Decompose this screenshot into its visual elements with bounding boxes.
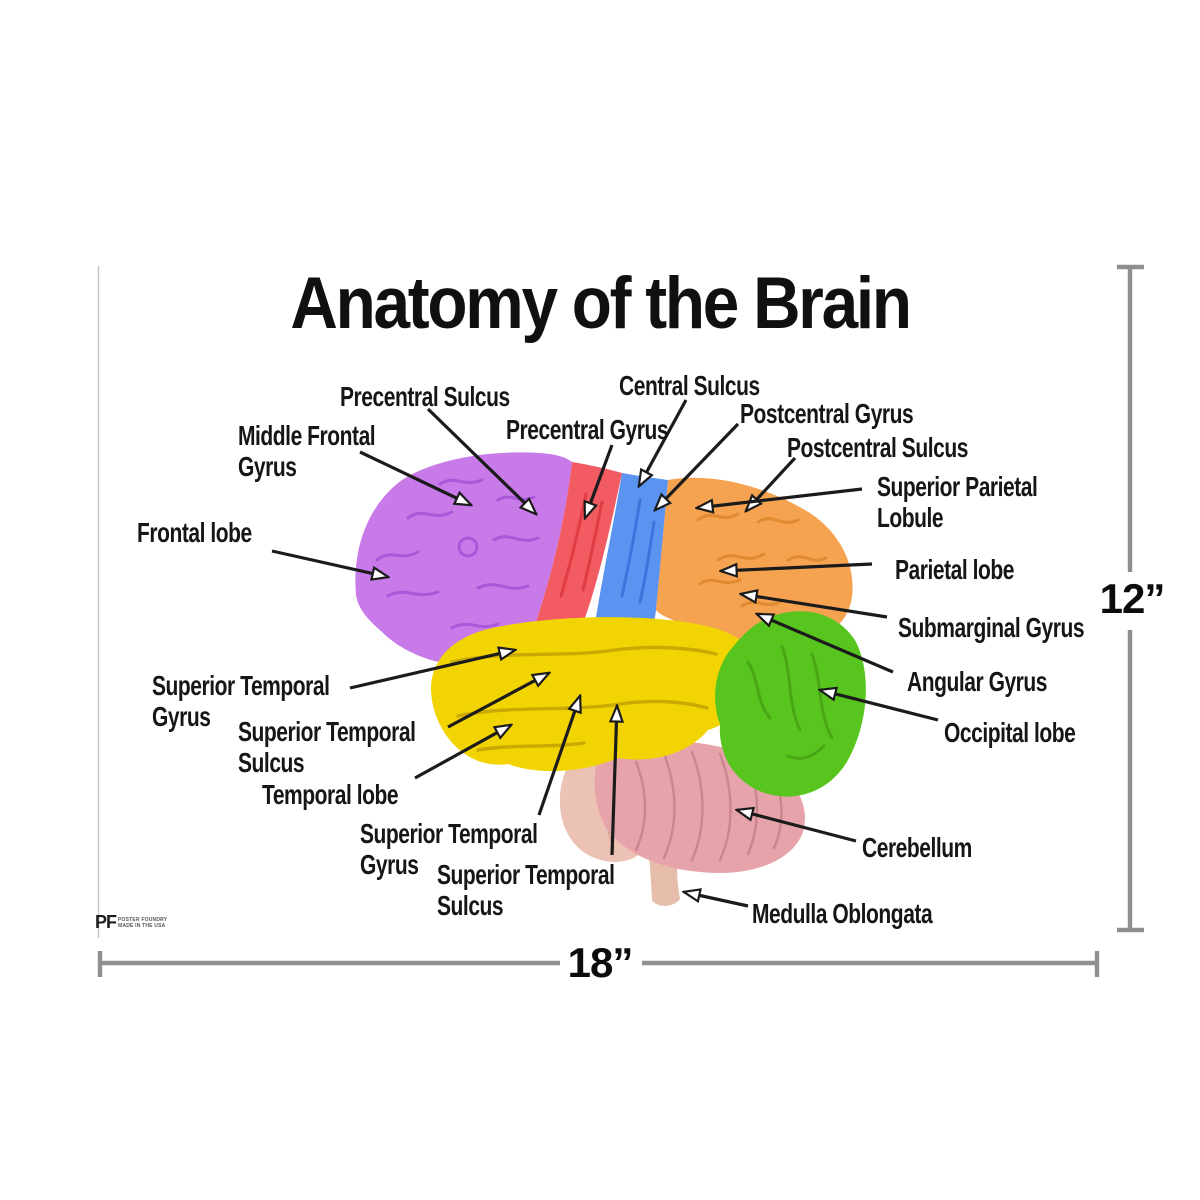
arrow-precentral-sulcus bbox=[426, 407, 536, 514]
label-precentral-sulcus: Precentral Sulcus bbox=[340, 381, 510, 412]
arrow-superior-parietal-lobule bbox=[697, 487, 863, 508]
logo-text: POSTER FOUNDRY MADE IN THE USA bbox=[118, 913, 167, 929]
arrow-central-sulcus bbox=[639, 399, 688, 486]
frontal-gyri bbox=[375, 478, 540, 630]
label-submarginal-gyrus: Submarginal Gyrus bbox=[898, 612, 1085, 643]
label-parietal-lobe: Parietal lobe bbox=[895, 554, 1015, 585]
logo-line-usa: MADE IN THE USA bbox=[118, 923, 166, 929]
poster-title: Anatomy of the Brain bbox=[290, 263, 912, 344]
poster-foundry-logo: PF POSTER FOUNDRY MADE IN THE USA bbox=[95, 913, 167, 931]
callout-arrows bbox=[271, 399, 939, 908]
logo-initials: PF bbox=[95, 912, 117, 932]
occipital-lobe-region bbox=[715, 611, 866, 797]
arrow-temporal-lobe bbox=[414, 725, 511, 780]
height-dimension-label: 12” bbox=[1099, 575, 1166, 622]
arrow-superior-temporal-gyrus-lower bbox=[537, 696, 580, 816]
label-central-sulcus: Central Sulcus bbox=[619, 370, 760, 401]
label-cerebellum: Cerebellum bbox=[862, 832, 972, 863]
label-frontal-lobe: Frontal lobe bbox=[137, 517, 252, 548]
arrow-angular-gyrus bbox=[757, 612, 894, 674]
label-occipital-lobe: Occipital lobe bbox=[944, 717, 1076, 748]
arrow-frontal-lobe bbox=[271, 549, 388, 577]
label-medulla-oblongata: Medulla Oblongata bbox=[752, 898, 933, 929]
width-dimension-label: 18” bbox=[567, 939, 634, 986]
postcentral-gyri bbox=[620, 498, 656, 604]
label-temporal-lobe: Temporal lobe bbox=[262, 779, 399, 810]
arrow-occipital-lobe bbox=[820, 690, 939, 722]
arrow-precentral-gyrus bbox=[583, 444, 614, 518]
parietal-gyri bbox=[696, 512, 828, 608]
arrow-superior-temporal-sulcus-lower bbox=[612, 706, 617, 856]
label-postcentral-gyrus: Postcentral Gyrus bbox=[740, 398, 914, 429]
arrow-postcentral-gyrus bbox=[655, 422, 740, 510]
arrow-medulla-oblongata bbox=[684, 892, 749, 908]
logo-line-foundry: POSTER FOUNDRY bbox=[118, 917, 168, 923]
label-precentral-gyrus: Precentral Gyrus bbox=[506, 414, 669, 445]
arrow-middle-frontal-gyrus bbox=[359, 450, 471, 505]
arrow-superior-temporal-sulcus-upper bbox=[447, 673, 549, 729]
dimension-lines bbox=[97, 264, 1144, 977]
arrow-submarginal-gyrus bbox=[741, 594, 888, 619]
label-angular-gyrus: Angular Gyrus bbox=[907, 666, 1048, 697]
arrow-cerebellum bbox=[737, 810, 857, 843]
frontal-lobe-region bbox=[355, 452, 572, 666]
arrow-superior-temporal-gyrus-upper bbox=[349, 650, 515, 690]
postcentral-strip-region bbox=[593, 473, 668, 656]
label-postcentral-sulcus: Postcentral Sulcus bbox=[787, 432, 968, 463]
arrow-parietal-lobe bbox=[721, 562, 873, 571]
